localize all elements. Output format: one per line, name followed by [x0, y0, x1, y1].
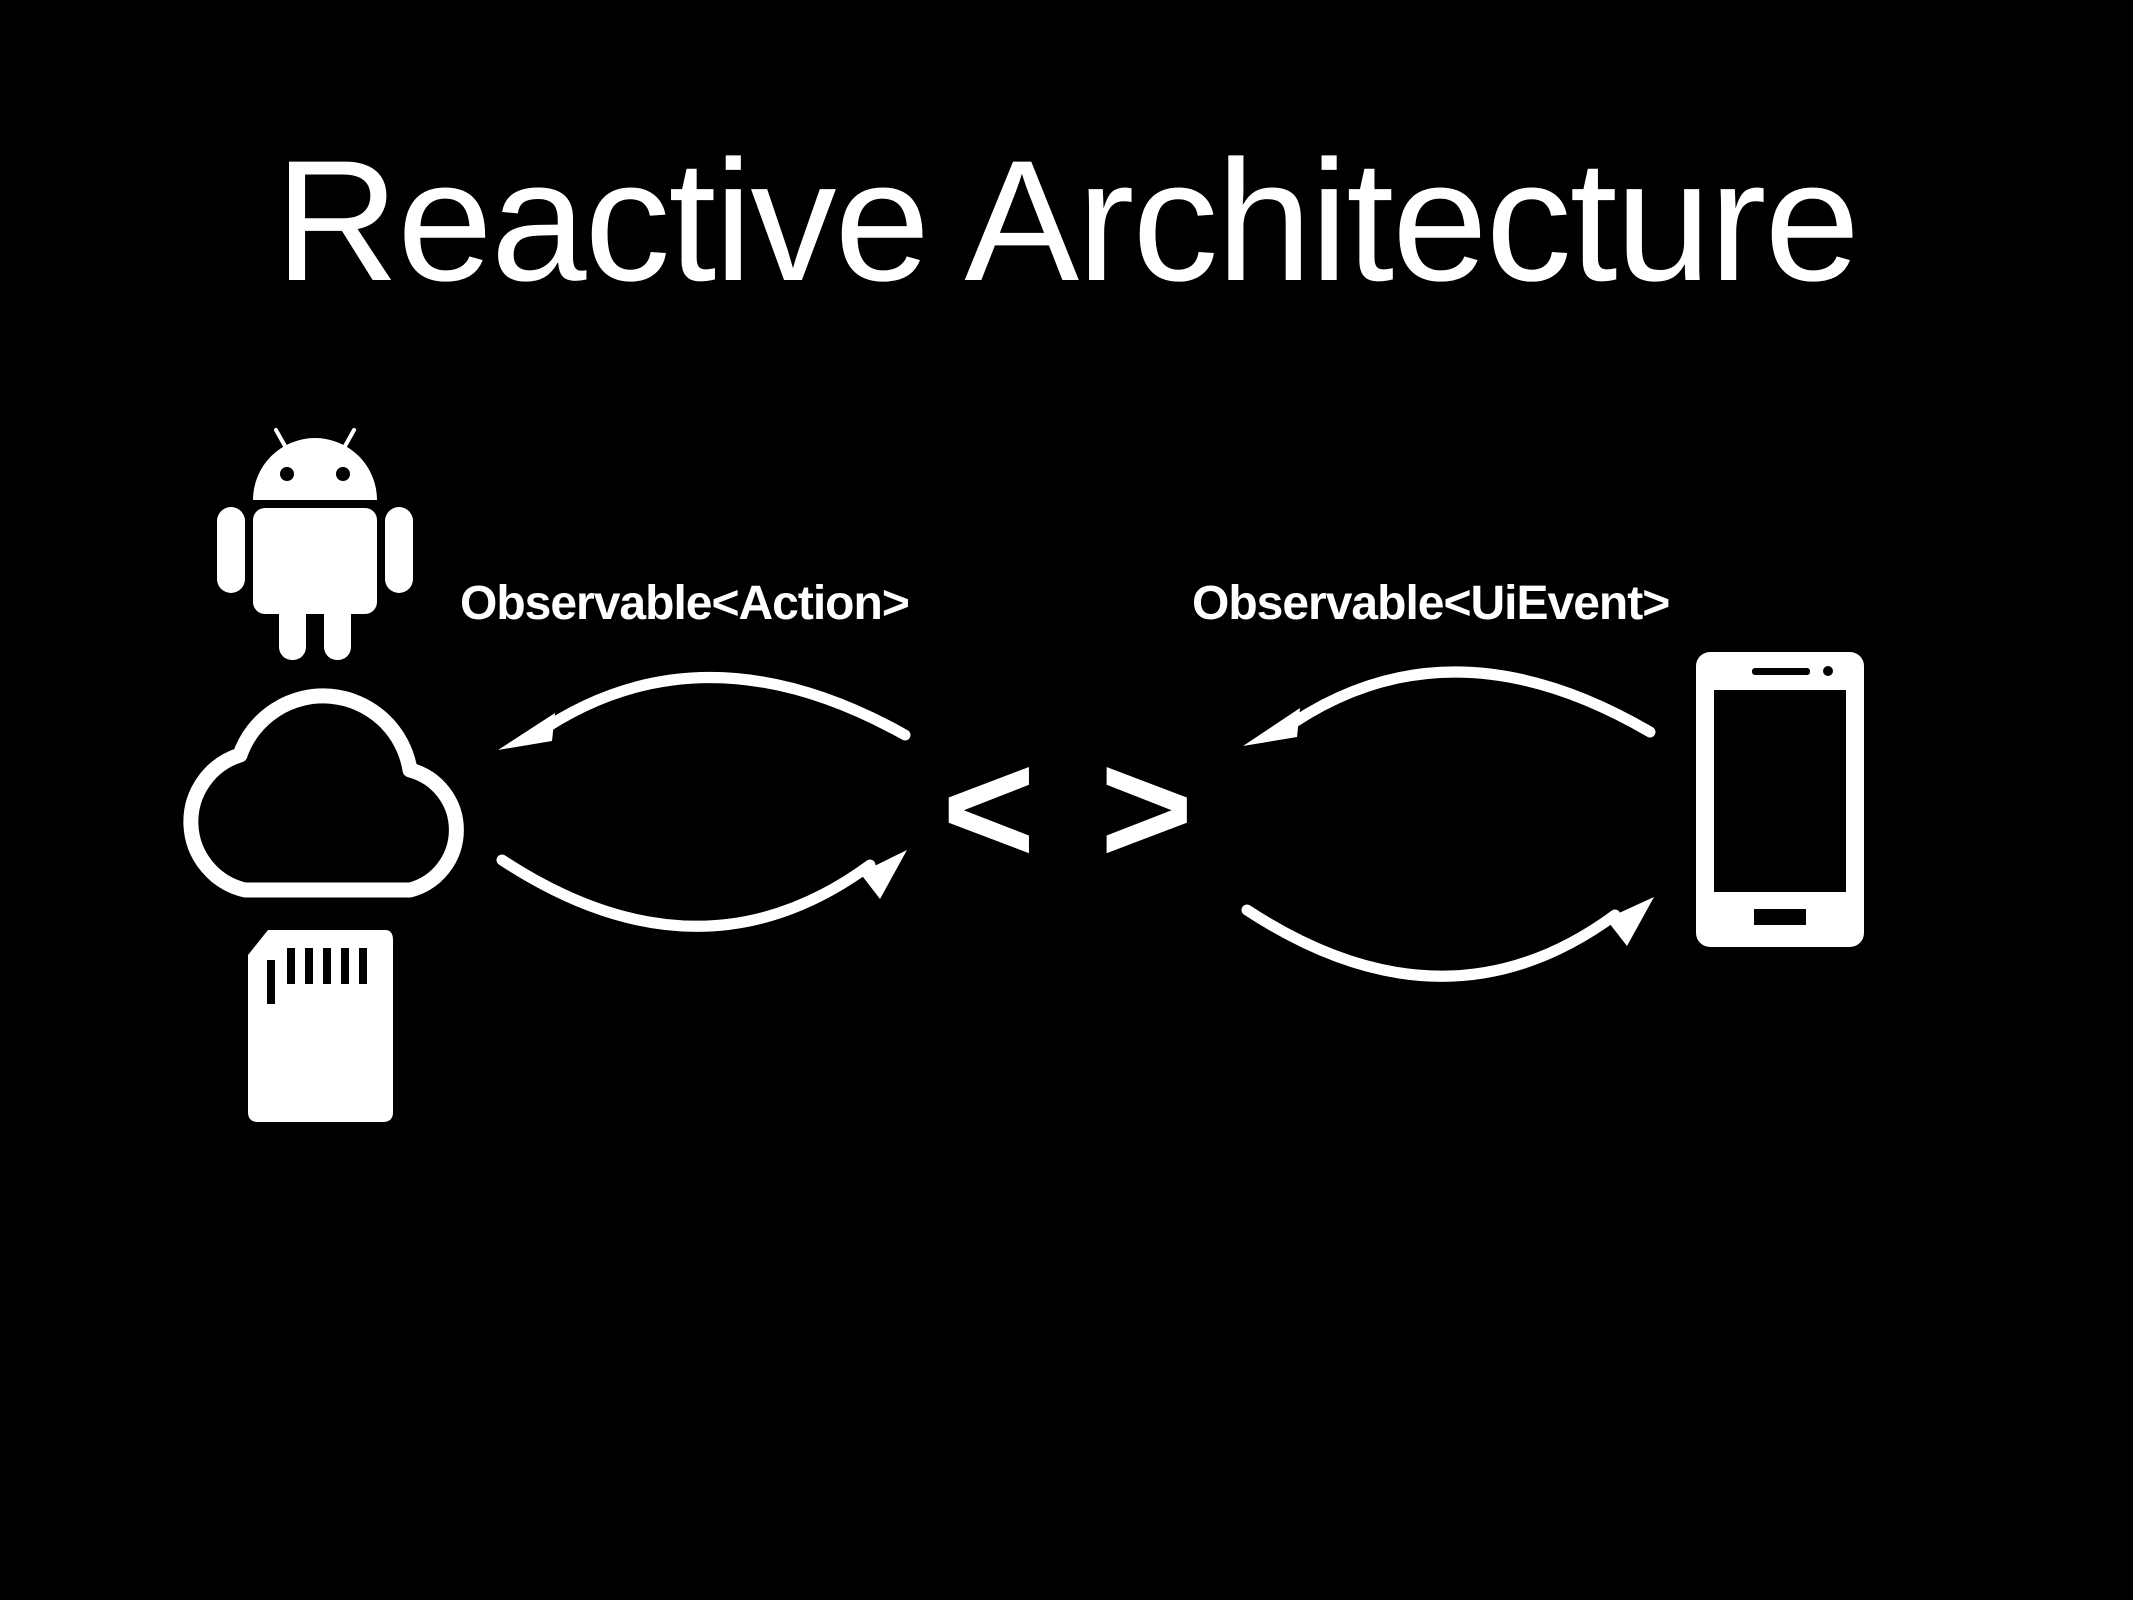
android-icon: [217, 428, 413, 660]
view-component-symbol: < >: [942, 718, 1204, 897]
smartphone-icon: [1696, 652, 1864, 947]
observable-action-label: Observable<Action>: [460, 577, 910, 630]
cloud-icon: [183, 688, 464, 898]
slide-title: Reactive Architecture: [274, 125, 1860, 317]
sd-card-icon: [248, 930, 393, 1122]
observable-uievent-label: Observable<UiEvent>: [1192, 577, 1670, 630]
arrow-to-phone: [1241, 897, 1654, 982]
arrow-to-sources: [498, 672, 911, 750]
arrow-to-center-top: [1243, 666, 1656, 746]
arrow-from-sources: [496, 850, 907, 932]
